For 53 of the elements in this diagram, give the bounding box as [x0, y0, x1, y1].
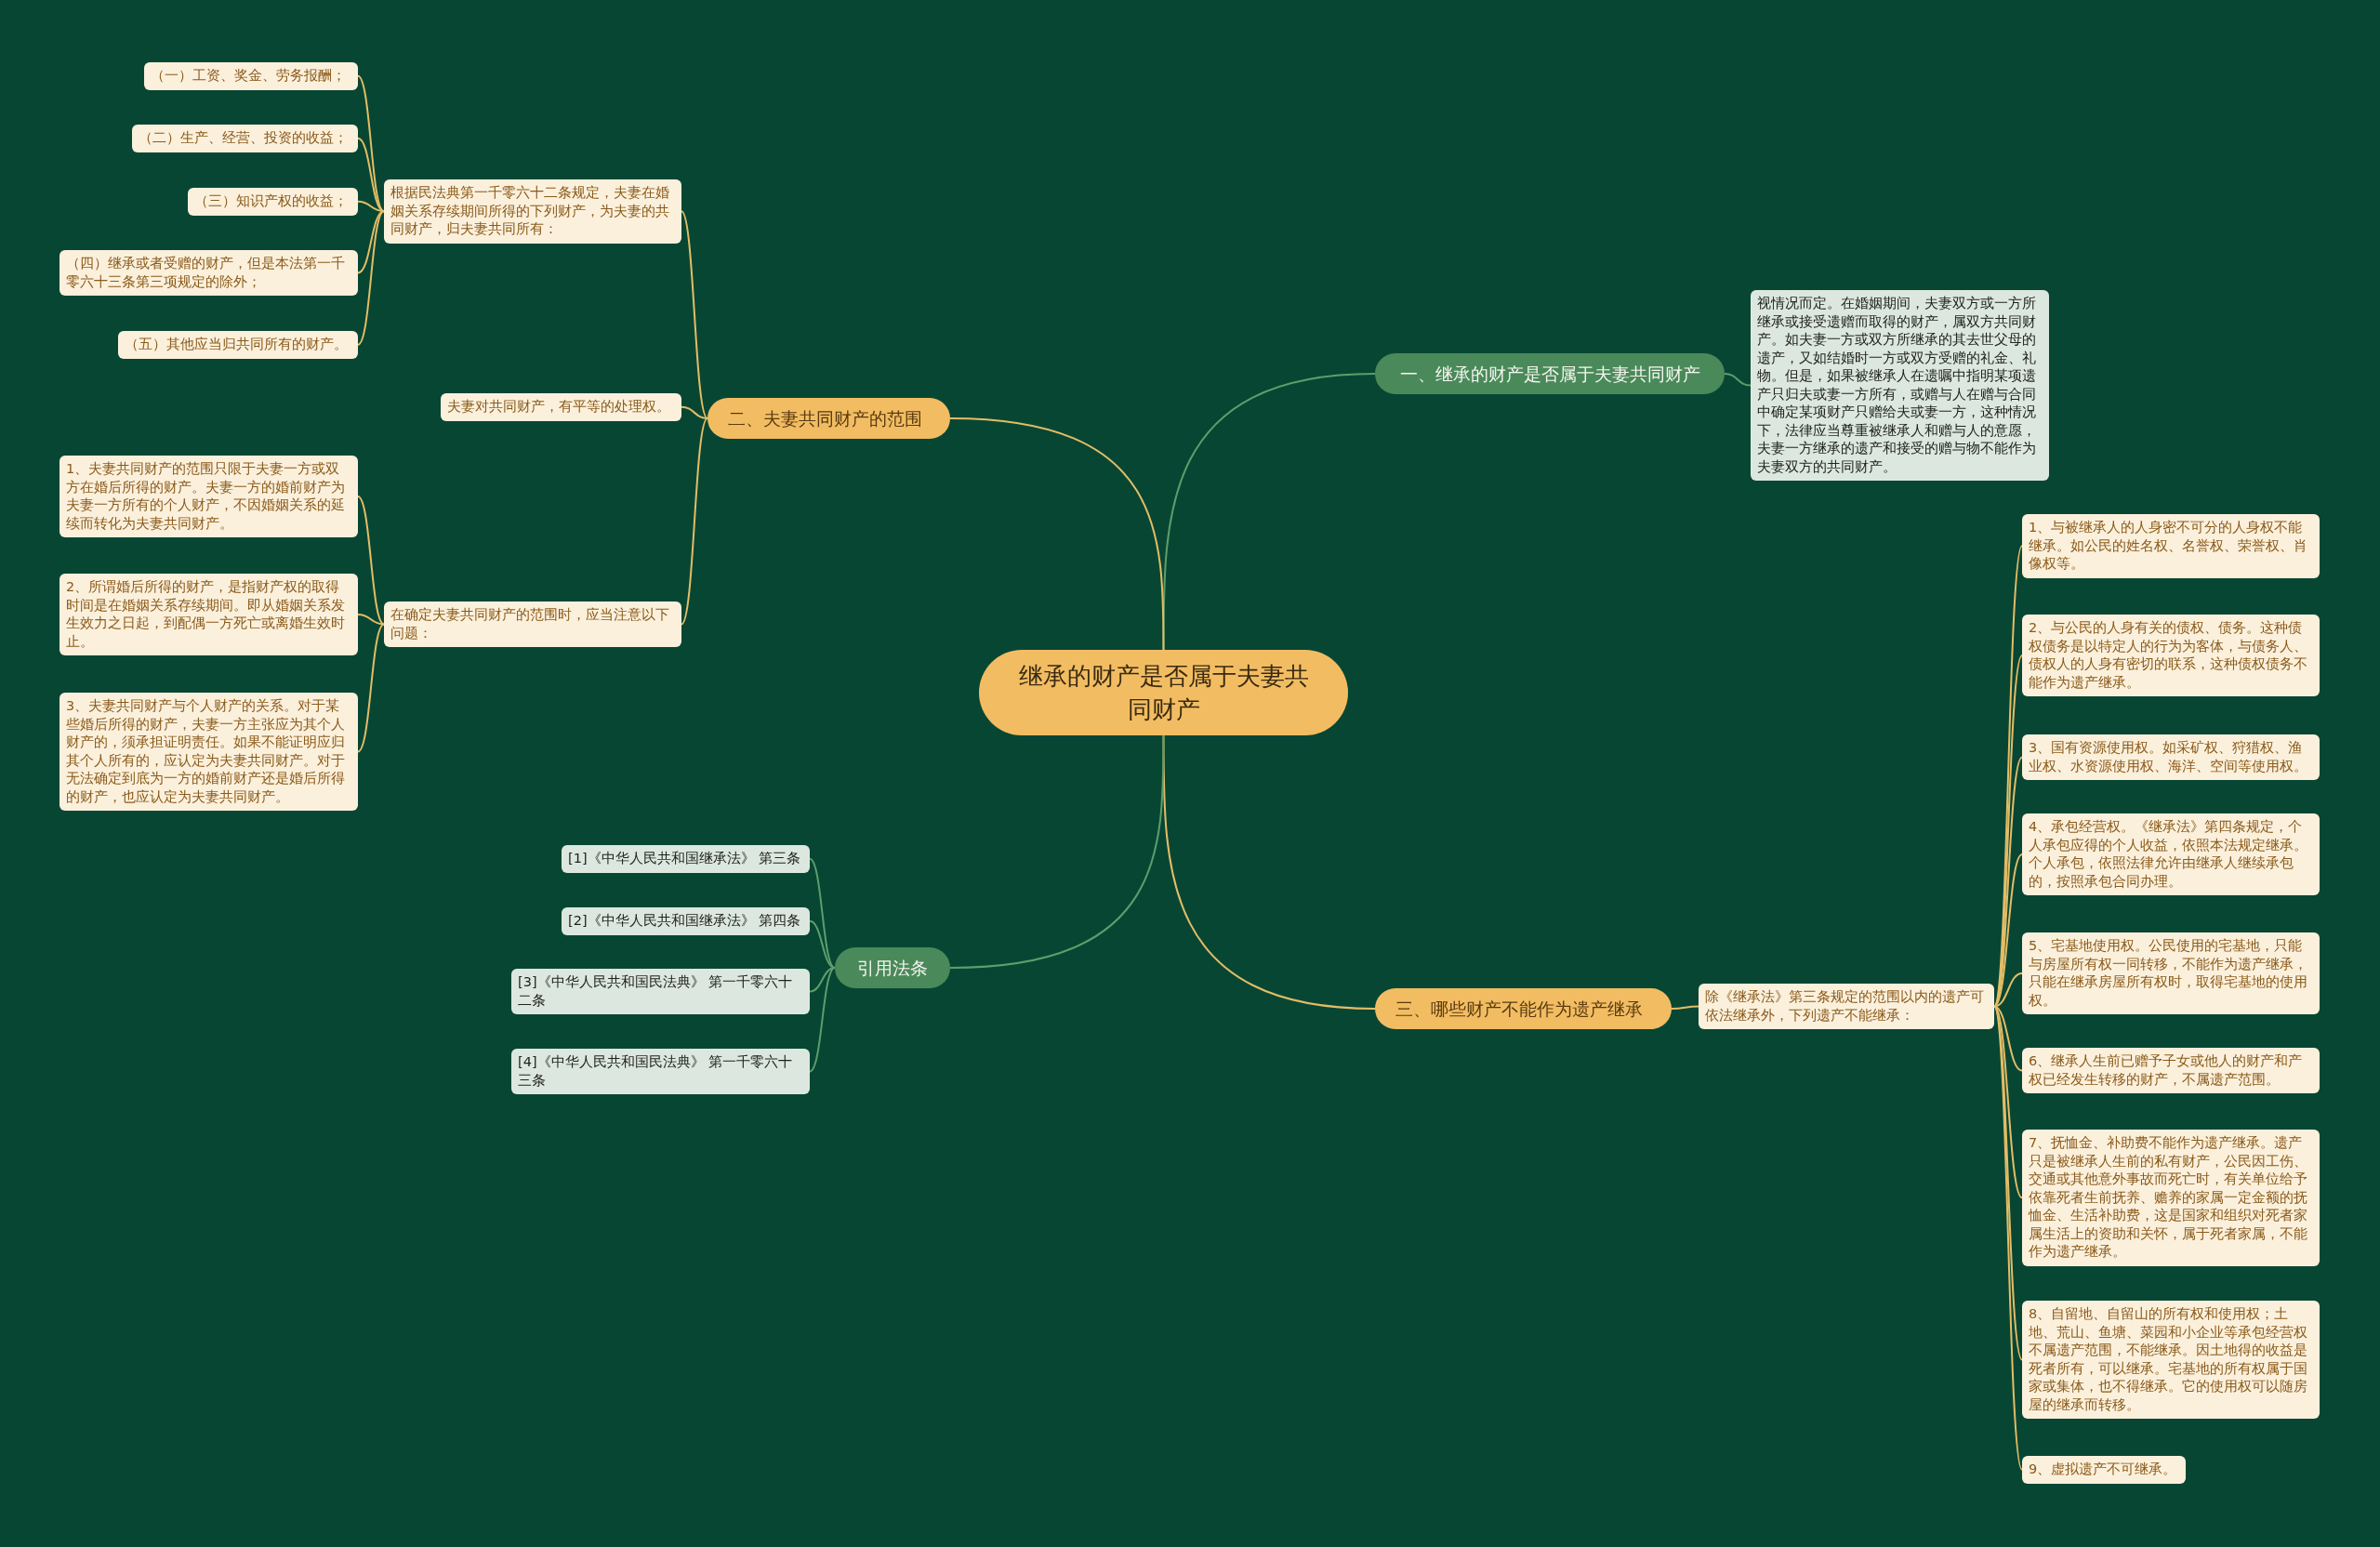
text-card: 2、与公民的人身有关的债权、债务。这种债权债务是以特定人的行为为客体，与债务人、债权人的人身有密切的联系，这种债权债务不能作为遗产继承。	[2022, 615, 2320, 696]
connector	[949, 734, 1165, 969]
text-card: （二）生产、经营、投资的收益；	[132, 125, 358, 152]
branch-topic: 二、夫妻共同财产的范围	[707, 398, 950, 439]
text-card: 7、抚恤金、补助费不能作为遗产继承。遗产只是被继承人生前的私有财产，公民因工伤、交通或其他意外事故而死亡时，有关单位给予依靠死者生前抚养、赡养的家属一定金额的抚恤金、生活补助费，这是国家和组织对死者家属生活上的资助和关怀，属于死者家属，不能作为遗产继承。	[2022, 1130, 2320, 1266]
connector	[949, 417, 1165, 651]
text-card: （一）工资、奖金、劳务报酬；	[144, 62, 358, 90]
text-card: 在确定夫妻共同财产的范围时，应当注意以下问题：	[384, 602, 681, 647]
text-card: 3、国有资源使用权。如采矿权、狩猎权、渔业权、水资源使用权、海洋、空间等使用权。	[2022, 734, 2320, 780]
branch-topic: 三、哪些财产不能作为遗产继承	[1375, 988, 1672, 1029]
text-card: （三）知识产权的收益；	[188, 188, 358, 216]
connector	[681, 210, 708, 419]
connector	[809, 857, 836, 969]
text-card: 3、夫妻共同财产与个人财产的关系。对于某些婚后所得的财产，夫妻一方主张应为其个人财产的，须承担证明责任。如果不能证明应归其个人所有的，应认定为夫妻共同财产。对于无法确定到底为一方的婚前财产还是婚后所得的财产，也应认定为夫妻共同财产。	[60, 693, 358, 811]
connector	[809, 967, 836, 1073]
connector	[1671, 1005, 1699, 1010]
connector	[1993, 1005, 2023, 1199]
connector	[357, 210, 385, 274]
branch-topic: 一、继承的财产是否属于夫妻共同财产	[1375, 353, 1725, 394]
central-topic: 继承的财产是否属于夫妻共同财产	[979, 650, 1348, 735]
connector	[809, 967, 836, 993]
text-card: 8、自留地、自留山的所有权和使用权；土地、荒山、鱼塘、菜园和小企业等承包经营权不属遗产范围，不能继承。因土地得的收益是死者所有，可以继承。宅基地的所有权属于国家或集体，也不得继承。它的使用权可以随房屋的继承而转移。	[2022, 1301, 2320, 1419]
connector	[1993, 1005, 2023, 1072]
connector	[1993, 853, 2023, 1008]
text-card: 夫妻对共同财产，有平等的处理权。	[441, 393, 681, 421]
text-card: 1、与被继承人的人身密不可分的人身权不能继承。如公民的姓名权、名誉权、荣誉权、肖像权等。	[2022, 514, 2320, 578]
connector	[357, 74, 385, 213]
branch-topic: 引用法条	[835, 947, 950, 988]
connector	[681, 405, 708, 419]
connector	[1993, 972, 2023, 1008]
text-card: （五）其他应当归共同所有的财产。	[118, 331, 358, 359]
text-card: 4、承包经营权。《继承法》第四条规定，个人承包应得的个人收益，依照本法规定继承。个人承包，依照法律允许由继承人继续承包的，按照承包合同办理。	[2022, 813, 2320, 895]
text-card: [1]《中华人民共和国继承法》 第三条	[562, 845, 810, 873]
connector	[1724, 373, 1752, 387]
text-card: 2、所谓婚后所得的财产，是指财产权的取得时间是在婚姻关系存续期间。即从婚姻关系发生效力之日起，到配偶一方死亡或离婚生效时止。	[60, 574, 358, 655]
text-card: （四）继承或者受赠的财产，但是本法第一千零六十三条第三项规定的除外；	[60, 250, 358, 296]
text-card: 9、虚拟遗产不可继承。	[2022, 1456, 2186, 1484]
text-card: 5、宅基地使用权。公民使用的宅基地，只能与房屋所有权一同转移，不能作为遗产继承，只能在继承房屋所有权时，取得宅基地的使用权。	[2022, 932, 2320, 1014]
text-card: 1、夫妻共同财产的范围只限于夫妻一方或双方在婚后所得的财产。夫妻一方的婚前财产为夫妻一方所有的个人财产，不因婚姻关系的延续而转化为夫妻共同财产。	[60, 456, 358, 537]
text-card: [4]《中华人民共和国民法典》 第一千零六十三条	[511, 1049, 810, 1094]
connector	[357, 210, 385, 346]
text-card: 根据民法典第一千零六十二条规定，夫妻在婚姻关系存续期间所得的下列财产，为夫妻的共同财产，归夫妻共同所有：	[384, 179, 681, 244]
connector	[357, 614, 385, 626]
text-card: 视情况而定。在婚姻期间，夫妻双方或一方所继承或接受遗赠而取得的财产，属双方共同财产。如夫妻一方或双方所继承的其去世父母的遗产，又如结婚时一方或双方受赠的礼金、礼物。但是，如果被继承人在遗嘱中指明某项遗产只归夫或妻一方所有，或赠与人在赠与合同中确定某项财产只赠给夫或妻一方，这种情况下，法律应当尊重被继承人和赠与人的意愿，夫妻一方继承的遗产和接受的赠与物不能作为夫妻双方的共同财产。	[1751, 290, 2049, 481]
connector	[357, 623, 385, 753]
connector	[1162, 734, 1376, 1010]
text-card: 除《继承法》第三条规定的范围以内的遗产可依法继承外，下列遗产不能继承：	[1699, 984, 1994, 1029]
connector	[357, 496, 385, 626]
text-card: 6、继承人生前已赠予子女或他人的财产和产权已经发生转移的财产，不属遗产范围。	[2022, 1048, 2320, 1093]
text-card: [2]《中华人民共和国继承法》 第四条	[562, 907, 810, 935]
connector	[681, 417, 708, 626]
connector	[809, 919, 836, 969]
text-card: [3]《中华人民共和国民法典》 第一千零六十二条	[511, 969, 810, 1014]
